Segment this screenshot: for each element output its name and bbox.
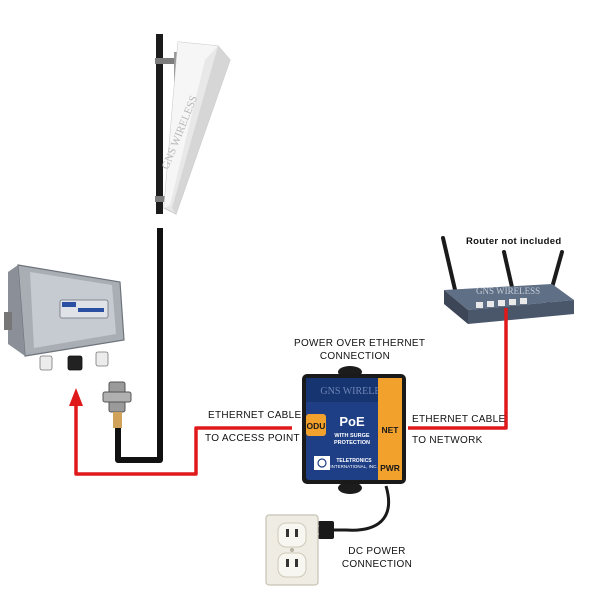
- poe-port-pwr: PWR: [380, 463, 400, 473]
- poe-subtitle-line2: PROTECTION: [334, 440, 370, 446]
- wall-outlet: [265, 514, 319, 586]
- red-arrow-head-icon: [69, 388, 83, 406]
- left-cable-label-line1: ETHERNET CABLE: [208, 410, 302, 421]
- poe-injector: GNS WIRELESS ODU NET PWR PoE WITH SURGE …: [302, 366, 406, 494]
- poe-port-net: NET: [382, 425, 400, 435]
- poe-connection-label-line2: CONNECTION: [319, 351, 391, 362]
- ethernet-cable-to-access-point: [74, 404, 292, 476]
- poe-subtitle-line1: WITH SURGE: [334, 433, 369, 439]
- lightning-arrestor: [102, 381, 132, 428]
- poe-box-watermark: GNS WIRELESS: [320, 386, 391, 397]
- poe-connection-label-line1: POWER OVER ETHERNET: [294, 338, 426, 349]
- dc-power-label-line2: CONNECTION: [341, 559, 413, 570]
- left-cable-label-line2: TO ACCESS POINT: [205, 433, 300, 444]
- poe-brand-line2: INTERNATIONAL, INC.: [330, 464, 377, 469]
- poe-port-odu: ODU: [307, 421, 326, 431]
- sector-antenna: GNS WIRELESS: [160, 41, 231, 215]
- router-watermark: GNS WIRELESS: [476, 286, 540, 296]
- teletronics-logo-icon: [314, 456, 330, 470]
- dc-power-label-line1: DC POWER: [348, 546, 406, 557]
- access-point-enclosure: [4, 264, 125, 371]
- poe-title: PoE: [339, 414, 365, 429]
- dc-power-cord: [330, 485, 391, 532]
- antenna-coax-cable: [115, 228, 163, 463]
- router: GNS WIRELESS: [441, 236, 574, 324]
- right-cable-label-line1: ETHERNET CABLE: [412, 414, 506, 425]
- poe-brand-line1: TELETRONICS: [336, 458, 372, 464]
- right-cable-label-line2: TO NETWORK: [412, 435, 483, 446]
- ethernet-cable-to-network: [408, 308, 508, 430]
- router-note: Router not included: [466, 236, 562, 247]
